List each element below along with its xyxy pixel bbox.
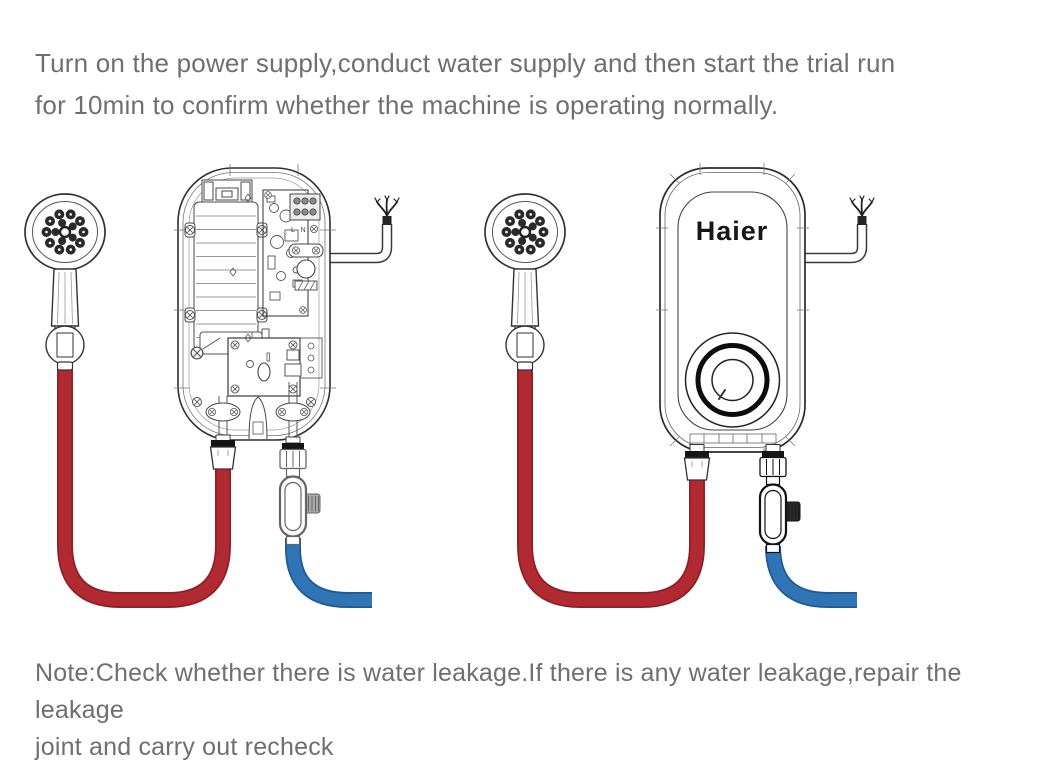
note-text: Note:Check whether there is water leakag… [35, 655, 1025, 766]
instruction-line-2: for 10min to confirm whether the machine… [35, 90, 779, 120]
instruction-text: Turn on the power supply,conduct water s… [35, 42, 1025, 126]
cable-clamp [288, 243, 324, 291]
terminal-label: L N [291, 227, 308, 234]
haier-logo: Haier [696, 216, 769, 246]
water-heater-front: Haier [656, 163, 809, 457]
instruction-line-1: Turn on the power supply,conduct water s… [35, 48, 896, 78]
bottom-vent-strip [689, 433, 777, 444]
inlet-valve [758, 449, 802, 554]
hot-outlet-connector [209, 439, 237, 470]
trial-run-diagram: L N [23, 163, 1060, 608]
power-cable [330, 196, 399, 258]
note-line-2: joint and carry out recheck [35, 733, 334, 761]
right-assembly-front-view: Haier [483, 163, 874, 608]
hot-water-hose [57, 368, 231, 608]
internal-piping [205, 349, 311, 440]
terminal-block: L N [289, 193, 321, 234]
cold-water-hose [765, 545, 857, 608]
left-assembly-internal-view: L N [23, 164, 399, 608]
hot-outlet-connector [683, 450, 711, 481]
control-knob [684, 332, 781, 428]
water-heater-internal: L N [174, 164, 336, 446]
heating-tank [184, 179, 268, 351]
inlet-valve [278, 441, 322, 546]
shower-head [23, 192, 107, 372]
cold-water-hose [285, 538, 372, 608]
hot-water-hose [517, 368, 705, 608]
power-cable [805, 196, 874, 258]
note-line-1: Note:Check whether there is water leakag… [35, 659, 962, 724]
shower-head [483, 192, 567, 372]
earth-screw-icon [309, 224, 319, 234]
